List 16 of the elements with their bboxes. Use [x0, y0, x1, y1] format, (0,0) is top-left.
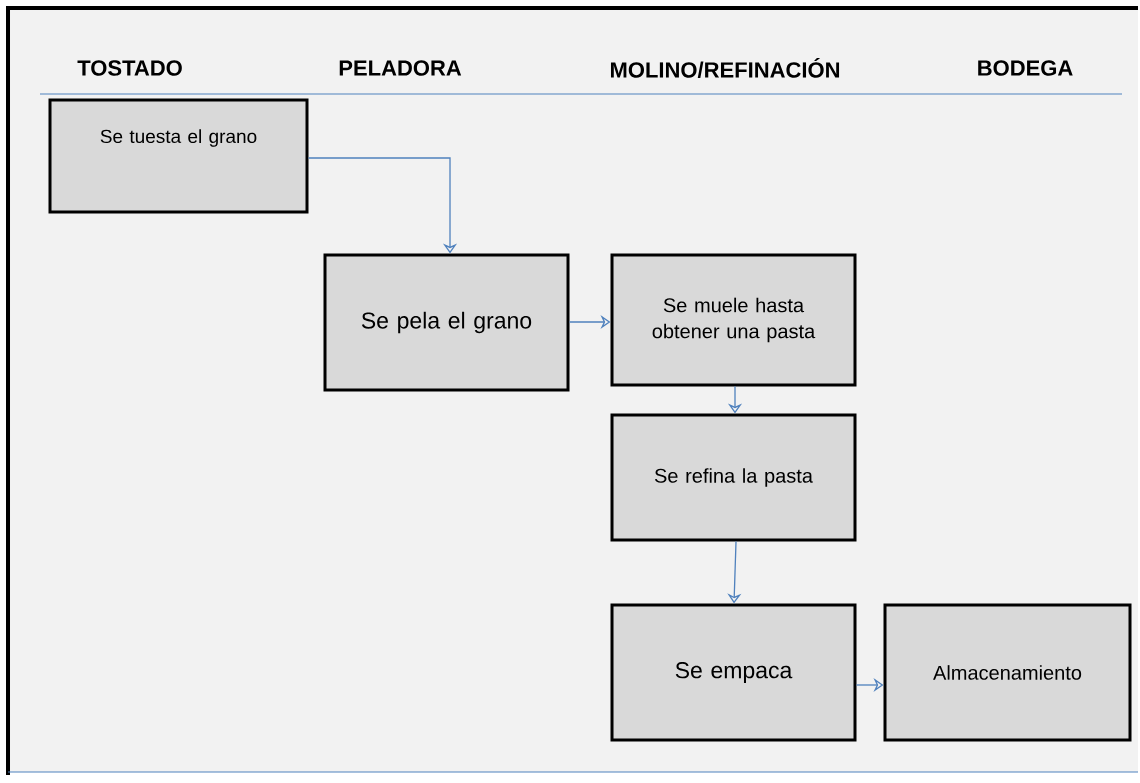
- box-text: Almacenamiento: [933, 665, 1082, 680]
- process-box: [610, 603, 857, 742]
- lane-header: MOLINO/REFINACIÓN: [611, 58, 840, 78]
- box-text: Se muele hasta obtener una pasta: [652, 297, 816, 343]
- process-box: [610, 253, 857, 387]
- box-text: Se empaca: [675, 662, 793, 683]
- box-text: Se refina la pasta: [654, 468, 813, 487]
- lane-header: PELADORA: [339, 60, 462, 76]
- box-text: Se pela el grano: [361, 311, 532, 334]
- process-box: [610, 413, 857, 542]
- box-text: Se tuesta el grano: [100, 129, 257, 147]
- process-box: [48, 98, 309, 214]
- lane-header: TOSTADO: [77, 60, 182, 76]
- process-box: [323, 253, 570, 392]
- process-box: [883, 603, 1132, 742]
- lane-header: BODEGA: [978, 60, 1073, 76]
